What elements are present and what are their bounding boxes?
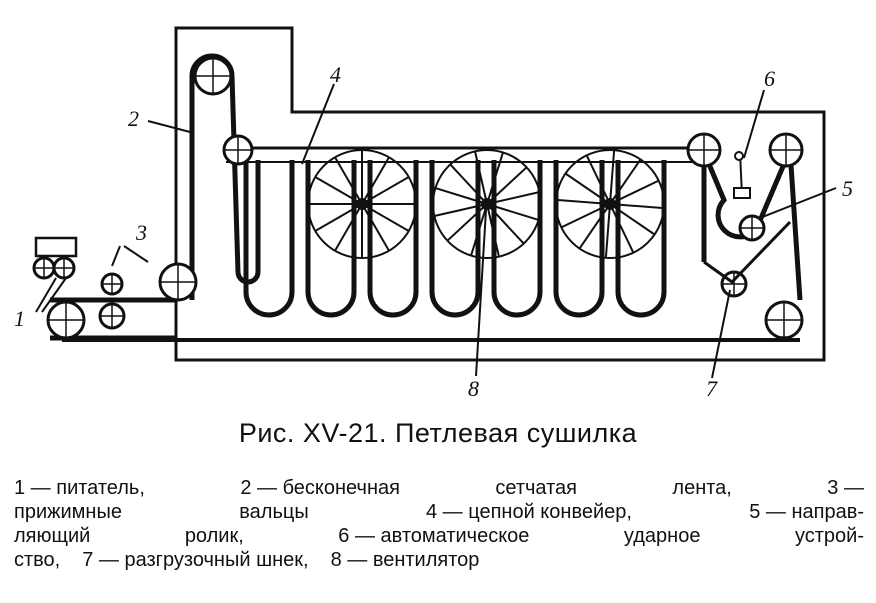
feeder-hopper <box>34 236 78 258</box>
fan <box>307 149 417 259</box>
roller <box>686 132 722 168</box>
fan <box>555 149 665 259</box>
roller <box>768 132 804 168</box>
roller <box>738 214 766 242</box>
dryer-housing <box>174 26 826 362</box>
roller <box>98 302 126 330</box>
belt-loops <box>243 160 667 318</box>
roller <box>100 272 124 296</box>
legend-line-1: 1 — питатель, 2 — бесконечная сетчатая л… <box>14 477 864 499</box>
label-2: 2 <box>128 106 139 131</box>
roller <box>764 300 804 340</box>
impact-device <box>733 151 751 199</box>
mesh-belt <box>50 53 803 342</box>
fan <box>432 149 542 259</box>
roller <box>222 134 254 166</box>
leader-lines <box>35 83 837 379</box>
label-4: 4 <box>330 62 341 87</box>
legend-line-4: ство, 7 — разгрузочный шнек, 8 — вентиля… <box>14 549 480 571</box>
roller <box>46 300 86 340</box>
discharge-chute <box>703 220 792 284</box>
label-7: 7 <box>706 376 718 401</box>
figure-legend: 1 — питатель, 2 — бесконечная сетчатая л… <box>14 476 864 572</box>
loop-dryer-diagram: 2 4 6 5 3 1 8 7 <box>14 26 853 401</box>
legend-line-3: ляющий ролик, 6 — автоматическое ударное… <box>14 525 864 547</box>
legend-line-2: прижимные вальцы 4 — цепной конвейер, 5 … <box>14 501 864 523</box>
label-8: 8 <box>468 376 479 401</box>
label-5: 5 <box>842 176 853 201</box>
label-3: 3 <box>135 220 147 245</box>
roller <box>52 256 76 280</box>
fans <box>307 149 665 259</box>
roller <box>158 262 198 302</box>
rollers <box>32 56 804 340</box>
belt-exit-down <box>701 149 803 301</box>
label-1: 1 <box>14 306 25 331</box>
label-6: 6 <box>764 66 775 91</box>
roller <box>193 56 233 96</box>
figure-caption: Рис. XV-21. Петлевая сушилка <box>238 418 638 448</box>
roller <box>32 256 56 280</box>
